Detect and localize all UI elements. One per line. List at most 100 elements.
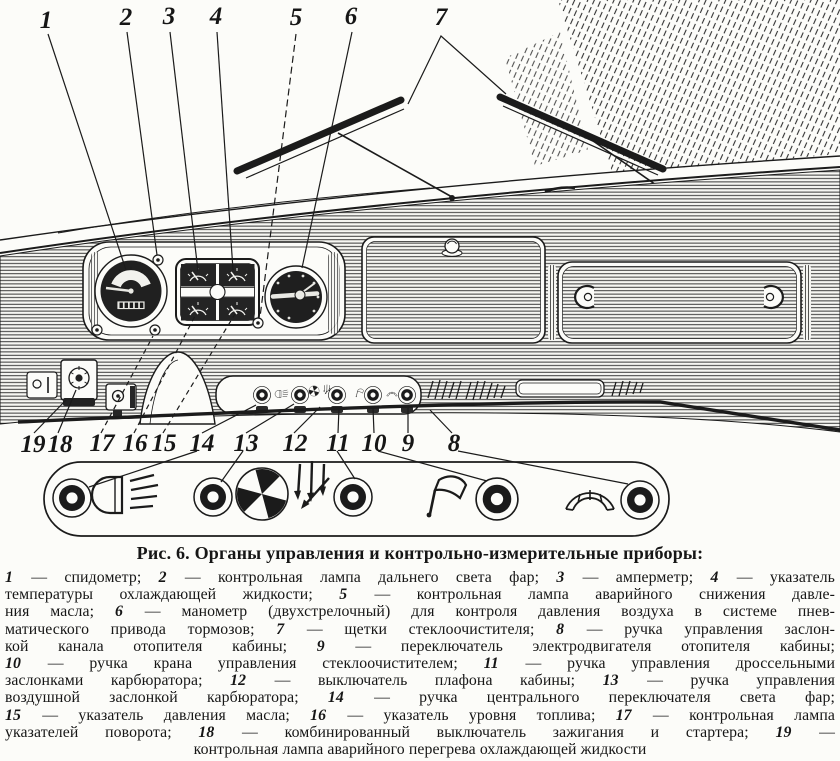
leader-18 (57, 389, 77, 434)
leader-8-inset (457, 450, 629, 485)
callout-8: 8 (448, 430, 461, 457)
leader-16 (133, 313, 197, 434)
high-beam-indicator-lamp (152, 254, 164, 266)
steering-column (139, 351, 216, 425)
leader-13-up (245, 403, 295, 434)
legend-line: воздушной заслонкой карбюратора; 14 — ру… (5, 689, 835, 707)
cluster-center-hub (209, 283, 226, 301)
leader-1 (47, 33, 127, 271)
legend-line: 1 — спидометр; 2 — контрольная лампа дал… (5, 569, 835, 586)
instrument-cluster (82, 241, 346, 341)
figure-illustration: 1 2 3 4 5 6 7 19 18 17 16 15 14 13 12 11… (0, 0, 840, 537)
legend-line: 10 — ручка крана управления стеклоочисти… (5, 655, 835, 673)
leader-8-up (429, 409, 453, 434)
callout-19: 19 (21, 431, 47, 458)
turn-signal-indicator-lamp (149, 324, 161, 336)
ignition-starter-switch (60, 359, 98, 406)
callout-15: 15 (152, 430, 177, 457)
dash-knob-headlight-switch (252, 385, 272, 413)
callout-5: 5 (290, 4, 303, 31)
leader-14-inset (88, 450, 198, 488)
legend-line: матического привода тормозов; 7 — щетки … (5, 620, 835, 638)
leader-10-inset (377, 450, 488, 482)
center-door (361, 236, 546, 344)
callout-13: 13 (234, 430, 259, 457)
ammeter-gauge (181, 264, 216, 287)
inset-knob-headlight-switch (51, 477, 93, 519)
callout-2: 2 (119, 4, 133, 31)
leader-5 (259, 33, 297, 318)
left-bracket (26, 371, 58, 399)
callout-numbers: 1 2 3 4 5 6 7 19 18 17 16 15 14 13 12 11… (21, 3, 461, 458)
legend-line: 15 — указатель давления масла; 16 — указ… (5, 706, 835, 724)
legend-line: заслонками карбюратора; 12 — выключатель… (5, 672, 835, 690)
data-plate (515, 379, 605, 398)
inset-knob-throttle (332, 476, 374, 518)
leader-2 (126, 31, 158, 256)
callout-11: 11 (326, 430, 350, 457)
callout-17: 17 (90, 430, 117, 457)
figure-caption: Рис. 6. Органы управления и контрольно-и… (0, 543, 840, 758)
callout-1: 1 (40, 7, 53, 34)
leader-13-inset (220, 450, 244, 483)
inset-knob-wiper (474, 476, 520, 522)
leader-7 (407, 35, 507, 105)
glovebox-latch-left (574, 284, 595, 310)
oil-pressure-warning-lamp (252, 317, 264, 329)
left-wiper-blade (233, 96, 405, 175)
left-wiper-pivot (449, 195, 455, 201)
under-dash-area (17, 351, 840, 432)
grille-slots (427, 379, 644, 401)
callout-12: 12 (283, 430, 308, 457)
windshield-glass (505, 0, 840, 172)
under-dash-switch (105, 383, 137, 416)
speedometer-gauge (94, 254, 168, 328)
left-wiper-arm (337, 132, 453, 198)
inset-knob-choke (192, 476, 234, 518)
leader-19 (33, 399, 67, 434)
right-wiper-blade (496, 93, 667, 173)
combination-gauge-cluster (175, 258, 260, 326)
oil-pressure-gauge (219, 297, 255, 321)
inset-knob-heater-flap (619, 479, 661, 521)
leader-14-up (201, 404, 257, 434)
glovebox-latch-right (763, 284, 784, 310)
legend-line: температуры охлаждающей жидкости; 5 — ко… (5, 586, 835, 604)
leader-11-inset (336, 450, 356, 480)
coolant-temp-gauge (219, 264, 255, 287)
callout-10: 10 (362, 430, 388, 457)
glovebox-door (548, 261, 811, 344)
wiper-blades (233, 93, 693, 213)
leader-6 (301, 31, 353, 269)
leader-3 (169, 31, 199, 272)
callout-6: 6 (345, 3, 358, 30)
callout-3: 3 (162, 3, 176, 30)
legend-line: контрольная лампа аварийного перегрева о… (193, 741, 647, 759)
leader-17 (100, 335, 154, 434)
figure-legend: 1 — спидометр; 2 — контрольная лампа дал… (5, 569, 835, 758)
fuel-level-gauge (181, 297, 216, 321)
dash-knob-heater-flap (397, 385, 417, 413)
dash-bottom-edge (17, 400, 840, 432)
callout-18: 18 (48, 431, 74, 458)
controls-inset-strip (43, 459, 670, 537)
leader-12 (293, 406, 321, 434)
leader-4 (216, 31, 234, 271)
callout-16: 16 (123, 430, 149, 457)
leader-11-up (337, 407, 340, 434)
callout-9: 9 (402, 430, 415, 457)
legend-line: ния масла; 6 — манометр (двухстрелочный)… (5, 603, 835, 621)
air-pressure-gauge (264, 265, 328, 329)
figure-number-label: Рис. 6. (136, 543, 190, 563)
leader-lines (33, 31, 629, 488)
legend-line: кой канала отопителя кабины; 9 — переклю… (5, 637, 835, 655)
callout-4: 4 (209, 3, 223, 30)
legend-line: указателей поворота; 18 — комбинированны… (5, 723, 836, 741)
figure-title-text: Органы управления и контрольно-измерител… (194, 543, 704, 563)
speedometer-needle (105, 286, 132, 293)
callout-14: 14 (190, 430, 215, 457)
cluster-screw (91, 324, 103, 336)
callout-7: 7 (435, 4, 449, 31)
figure-title: Рис. 6. Органы управления и контрольно-и… (5, 543, 835, 564)
